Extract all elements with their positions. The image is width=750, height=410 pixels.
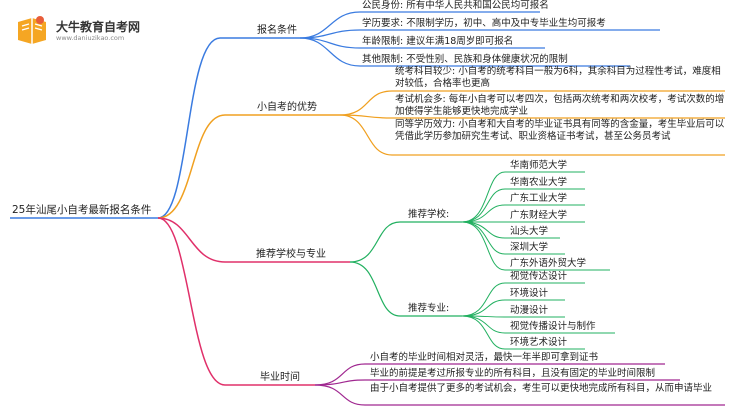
school-item: 深圳大学 (510, 242, 549, 253)
branch-schools-majors: 推荐学校与专业 (256, 249, 326, 260)
recommended-majors-label: 推荐专业: (408, 303, 450, 314)
recommended-schools-label: 推荐学校: (408, 209, 450, 220)
logo-name: 大牛教育自考网 (56, 20, 141, 34)
link-b1-1 (299, 11, 540, 39)
major-item: 动漫设计 (510, 305, 549, 316)
link-b2 (157, 114, 340, 219)
advantage-item: 同等学历效力: 小自考和大自考的毕业证书具有同等的含金量，考生毕业后可以凭借此学… (395, 119, 725, 142)
link-b4 (157, 217, 315, 386)
registration-item: 学历要求: 不限制学历，初中、高中及中专毕业生均可报考 (362, 18, 606, 29)
school-item: 汕头大学 (510, 226, 549, 237)
link-b2-2 (339, 114, 725, 119)
registration-item: 其他限制: 不受性别、民族和身体健康状况的限制 (362, 54, 568, 65)
link-b1 (157, 37, 300, 219)
advantage-item: 统考科目较少: 小自考的统考科目一般为6科，其余科目为过程性考试，难度相对较低，… (395, 66, 721, 89)
registration-item: 公民身份: 所有中华人民共和国公民均可报名 (362, 0, 549, 11)
registration-item: 年龄限制: 建议年满18周岁即可报名 (362, 36, 514, 47)
school-item: 广东工业大学 (510, 193, 568, 204)
site-logo: 大牛教育自考网 www.daniuzikao.com (14, 14, 144, 48)
major-item: 环境艺术设计 (510, 337, 568, 348)
school-item: 华南农业大学 (510, 177, 568, 188)
graduation-item: 毕业的前提是考过所报专业的所有科目，且没有固定的毕业时间限制 (370, 368, 656, 379)
major-item: 视觉传播设计与制作 (510, 321, 596, 332)
book-logo-icon (18, 16, 46, 44)
major-item: 视觉传达设计 (510, 271, 568, 282)
link-b3-s1 (349, 221, 462, 263)
school-item: 华南师范大学 (510, 160, 568, 171)
branch-graduation: 毕业时间 (260, 372, 300, 383)
school-item: 广东外语外贸大学 (510, 258, 587, 269)
school-item: 广东财经大学 (510, 210, 568, 221)
link-b2-1 (339, 90, 725, 116)
link-b3-s2 (349, 261, 462, 317)
link-b1-2 (299, 29, 660, 39)
branch-advantages: 小自考的优势 (257, 102, 317, 113)
link-b4-2 (314, 379, 680, 386)
graduation-item: 由于小自考提供了更多的考试机会，考生可以更快地完成所有科目，从而申请毕业 (370, 383, 713, 394)
link-b1-3 (299, 37, 545, 49)
advantage-item: 考试机会多: 每年小自考可以考四次，包括两次统考和两次校考，考试次数的增加使得学… (395, 94, 725, 117)
link-b1-4 (299, 37, 630, 67)
logo-url: www.daniuzikao.com (56, 34, 125, 42)
root-node: 25年汕尾小自考最新报名条件 (12, 204, 152, 216)
link-b2-3 (339, 114, 725, 156)
link-b4-3 (314, 384, 725, 406)
major-item: 环境设计 (510, 288, 549, 299)
link-b3 (157, 217, 350, 263)
branch-registration: 报名条件 (257, 25, 297, 36)
graduation-item: 小自考的毕业时间相对灵活，最快一年半即可拿到证书 (370, 352, 599, 363)
